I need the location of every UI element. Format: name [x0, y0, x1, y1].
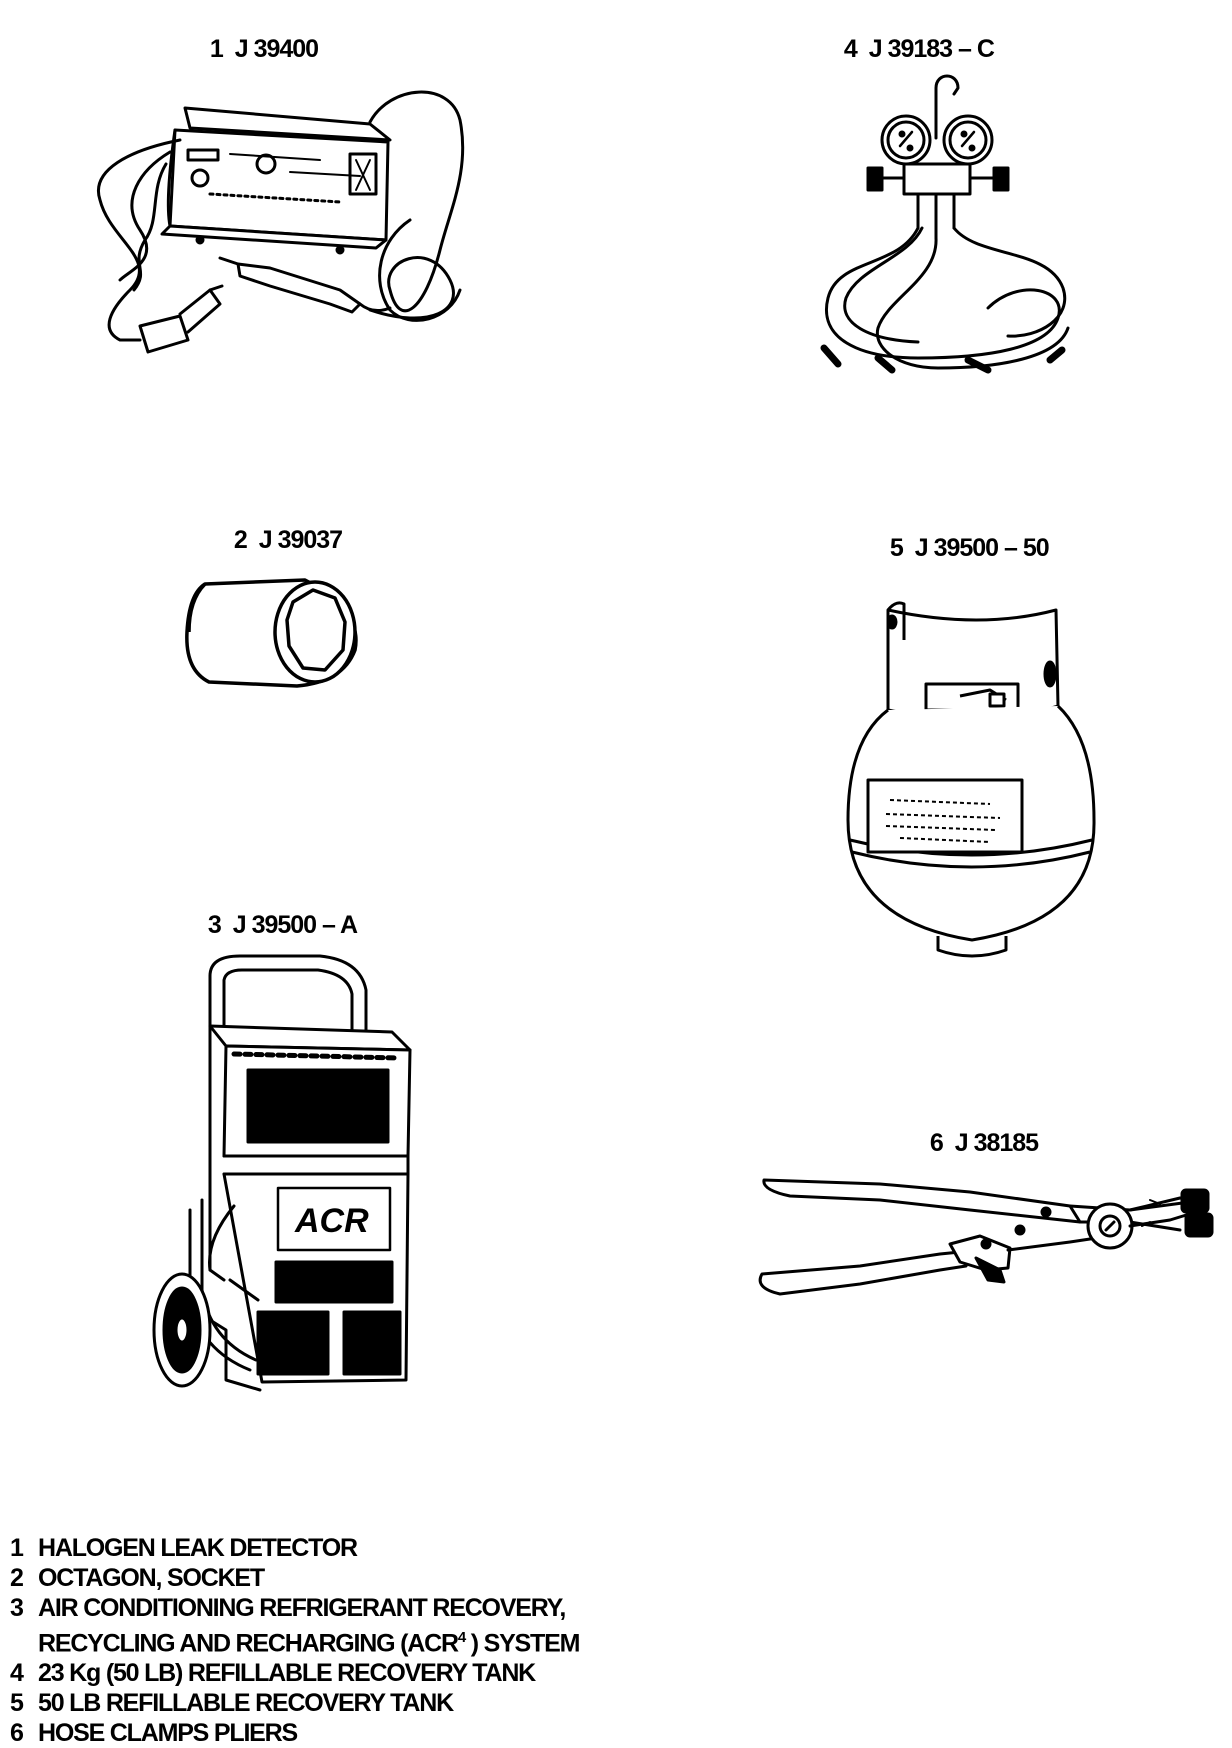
- tool-6-part-number: J 38185: [954, 1129, 1039, 1157]
- legend-item-4-number: 4: [10, 1659, 24, 1688]
- legend-item-1: 1 HALOGEN LEAK DETECTOR: [10, 1533, 579, 1563]
- recovery-tank-illustration: [846, 601, 1096, 958]
- tool-2-number: 2: [233, 526, 248, 554]
- tool-3-label: 3 J 39500 – A: [196, 882, 358, 940]
- legend-item-1-number: 1: [10, 1534, 24, 1562]
- legend-item-3-continuation: RECYCLING AND RECHARGING (ACR4 ) SYSTEM: [10, 1623, 581, 1658]
- legend-item-3-text-line2: RECYCLING AND RECHARGING (ACR: [38, 1629, 459, 1658]
- octagon-socket-illustration: [185, 578, 358, 688]
- legend-item-3: 3 AIR CONDITIONING REFRIGERANT RECOVERY,: [10, 1593, 579, 1623]
- tool-3-part-number: J 39500 – A: [232, 911, 358, 939]
- legend-item-3-text-line2-end: ) SYSTEM: [464, 1629, 581, 1658]
- tool-1-number: 1: [209, 35, 224, 63]
- legend-item-1-text: HALOGEN LEAK DETECTOR: [38, 1534, 358, 1562]
- legend-item-5-text: 50 LB REFILLABLE RECOVERY TANK: [38, 1689, 454, 1718]
- tool-3-number: 3: [207, 911, 222, 939]
- tool-6-number: 6: [929, 1129, 944, 1157]
- legend-item-4: 4 23 Kg (50 LB) REFILLABLE RECOVERY TANK: [10, 1658, 579, 1688]
- halogen-leak-detector-illustration: [97, 90, 465, 354]
- legend-item-6: 6 HOSE CLAMPS PLIERS: [10, 1718, 579, 1748]
- manifold-gauge-set-illustration: [820, 74, 1070, 374]
- legend-item-3-superscript: 4: [457, 1629, 466, 1646]
- acr-badge-text: ACR: [294, 1202, 369, 1240]
- legend-item-3-number: 3: [10, 1594, 24, 1622]
- legend-item-2: 2 OCTAGON, SOCKET: [10, 1563, 579, 1593]
- legend-item-2-number: 2: [10, 1564, 24, 1592]
- tool-5-label: 5 J 39500 – 50: [878, 505, 1050, 563]
- legend-item-2-text: OCTAGON, SOCKET: [38, 1564, 265, 1592]
- legend-item-5: 5 50 LB REFILLABLE RECOVERY TANK: [10, 1688, 579, 1718]
- legend-item-6-number: 6: [10, 1719, 24, 1748]
- tool-4-part-number: J 39183 – C: [868, 35, 995, 63]
- legend-item-4-text: 23 Kg (50 LB) REFILLABLE RECOVERY TANK: [38, 1659, 536, 1688]
- legend-item-6-text: HOSE CLAMPS PLIERS: [38, 1719, 298, 1748]
- tool-2-label: 2 J 39037: [222, 497, 343, 555]
- tool-6-label: 6 J 38185: [918, 1100, 1039, 1158]
- tool-1-part-number: J 39400: [234, 35, 319, 63]
- tool-5-part-number: J 39500 – 50: [914, 534, 1050, 562]
- tool-4-number: 4: [843, 35, 858, 63]
- legend-item-5-number: 5: [10, 1689, 24, 1718]
- tool-2-part-number: J 39037: [258, 526, 343, 554]
- legend-item-3-text: AIR CONDITIONING REFRIGERANT RECOVERY,: [38, 1594, 566, 1622]
- acr-recovery-station-illustration: ACR: [152, 954, 412, 1392]
- tool-5-number: 5: [889, 534, 904, 562]
- tool-1-label: 1 J 39400: [198, 6, 319, 64]
- tool-4-label: 4 J 39183 – C: [832, 6, 995, 64]
- hose-clamp-pliers-illustration: [758, 1178, 1214, 1296]
